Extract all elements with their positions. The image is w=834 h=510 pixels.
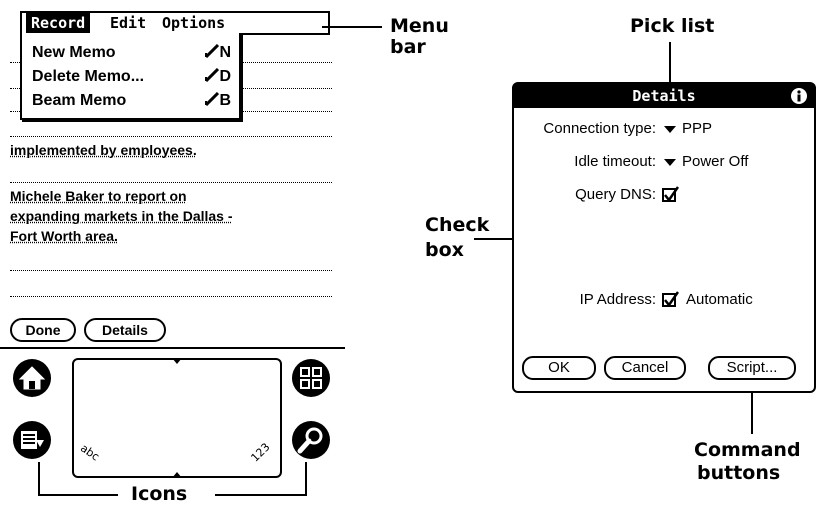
- pick-list-arrow-icon[interactable]: [664, 126, 676, 133]
- menu-item-beam-memo[interactable]: Beam Memo B: [32, 91, 231, 109]
- icons-leader-line: [38, 494, 118, 496]
- details-button[interactable]: Details: [84, 318, 166, 342]
- command-stroke-icon: [205, 91, 220, 107]
- graffiti-divider-marker: [172, 358, 182, 364]
- screen-divider: [0, 347, 345, 349]
- cancel-button[interactable]: Cancel: [604, 356, 686, 380]
- applications-icon[interactable]: [291, 358, 331, 402]
- shortcut-letter: B: [219, 92, 231, 109]
- menu-item-new-memo[interactable]: New Memo N: [32, 43, 231, 61]
- idle-timeout-picklist[interactable]: Power Off: [682, 153, 749, 170]
- ip-address-checkbox[interactable]: [662, 291, 679, 307]
- callout-menu-bar-1: Menu: [390, 15, 449, 37]
- menu-item-delete-memo[interactable]: Delete Memo... D: [32, 67, 231, 85]
- ip-address-label: IP Address:: [579, 291, 656, 308]
- menu-icon[interactable]: [12, 420, 52, 464]
- connection-type-label: Connection type:: [543, 120, 656, 137]
- checkmark-icon: [664, 291, 679, 307]
- memo-rule-line: [10, 296, 332, 297]
- memo-text-line[interactable]: Fort Worth area.: [10, 228, 118, 244]
- command-buttons-leader-line: [751, 378, 753, 434]
- graffiti-divider-marker: [172, 472, 182, 478]
- memo-text-line[interactable]: Michele Baker to report on: [10, 188, 187, 204]
- details-dialog: Details Connection type: PPP Idle timeou…: [512, 82, 816, 393]
- graffiti-writing-area[interactable]: [72, 358, 282, 478]
- query-dns-checkbox[interactable]: [662, 186, 679, 202]
- icons-leader-line: [305, 462, 307, 496]
- memo-screen: implemented by employees. Michele Baker …: [0, 0, 345, 350]
- record-menu-dropdown: New Memo N Delete Memo... D Beam Memo B: [20, 33, 241, 120]
- menu-record[interactable]: Record: [26, 13, 91, 33]
- callout-check-box-1: Check: [425, 214, 490, 236]
- query-dns-label: Query DNS:: [575, 186, 656, 203]
- find-icon[interactable]: [291, 420, 331, 464]
- callout-pick-list: Pick list: [630, 15, 715, 37]
- script-button[interactable]: Script...: [708, 356, 796, 380]
- callout-command-buttons-1: Command: [694, 439, 801, 461]
- idle-timeout-label: Idle timeout:: [574, 153, 656, 170]
- menu-bar-leader-line: [322, 26, 382, 28]
- pick-list-arrow-icon[interactable]: [664, 159, 676, 166]
- callout-command-buttons-2: buttons: [697, 462, 781, 484]
- dialog-title: Details: [514, 84, 814, 108]
- shortcut-letter: N: [219, 44, 231, 61]
- menu-bar: Record Edit Options: [20, 11, 330, 35]
- pick-list-leader-line: [669, 42, 671, 98]
- ip-address-value: Automatic: [686, 291, 753, 308]
- done-button[interactable]: Done: [10, 318, 76, 342]
- callout-icons: Icons: [131, 483, 188, 505]
- home-icon[interactable]: [12, 358, 52, 402]
- checkmark-icon: [664, 186, 679, 202]
- command-stroke-icon: [205, 43, 220, 59]
- info-icon[interactable]: [790, 87, 808, 109]
- memo-text-line[interactable]: expanding markets in the Dallas -: [10, 208, 233, 224]
- menu-edit[interactable]: Edit: [110, 14, 147, 32]
- memo-text-line[interactable]: implemented by employees.: [10, 142, 197, 158]
- ok-button[interactable]: OK: [522, 356, 596, 380]
- memo-rule-line: [10, 270, 332, 271]
- callout-check-box-2: box: [425, 239, 464, 261]
- connection-type-picklist[interactable]: PPP: [682, 120, 713, 137]
- memo-rule-line: [10, 136, 332, 137]
- callout-menu-bar-2: bar: [390, 36, 426, 58]
- memo-rule-line: [10, 182, 332, 183]
- command-stroke-icon: [205, 67, 220, 83]
- shortcut-letter: D: [219, 68, 231, 85]
- icons-leader-line: [38, 462, 40, 496]
- icons-leader-line: [215, 494, 307, 496]
- menu-options[interactable]: Options: [162, 14, 226, 32]
